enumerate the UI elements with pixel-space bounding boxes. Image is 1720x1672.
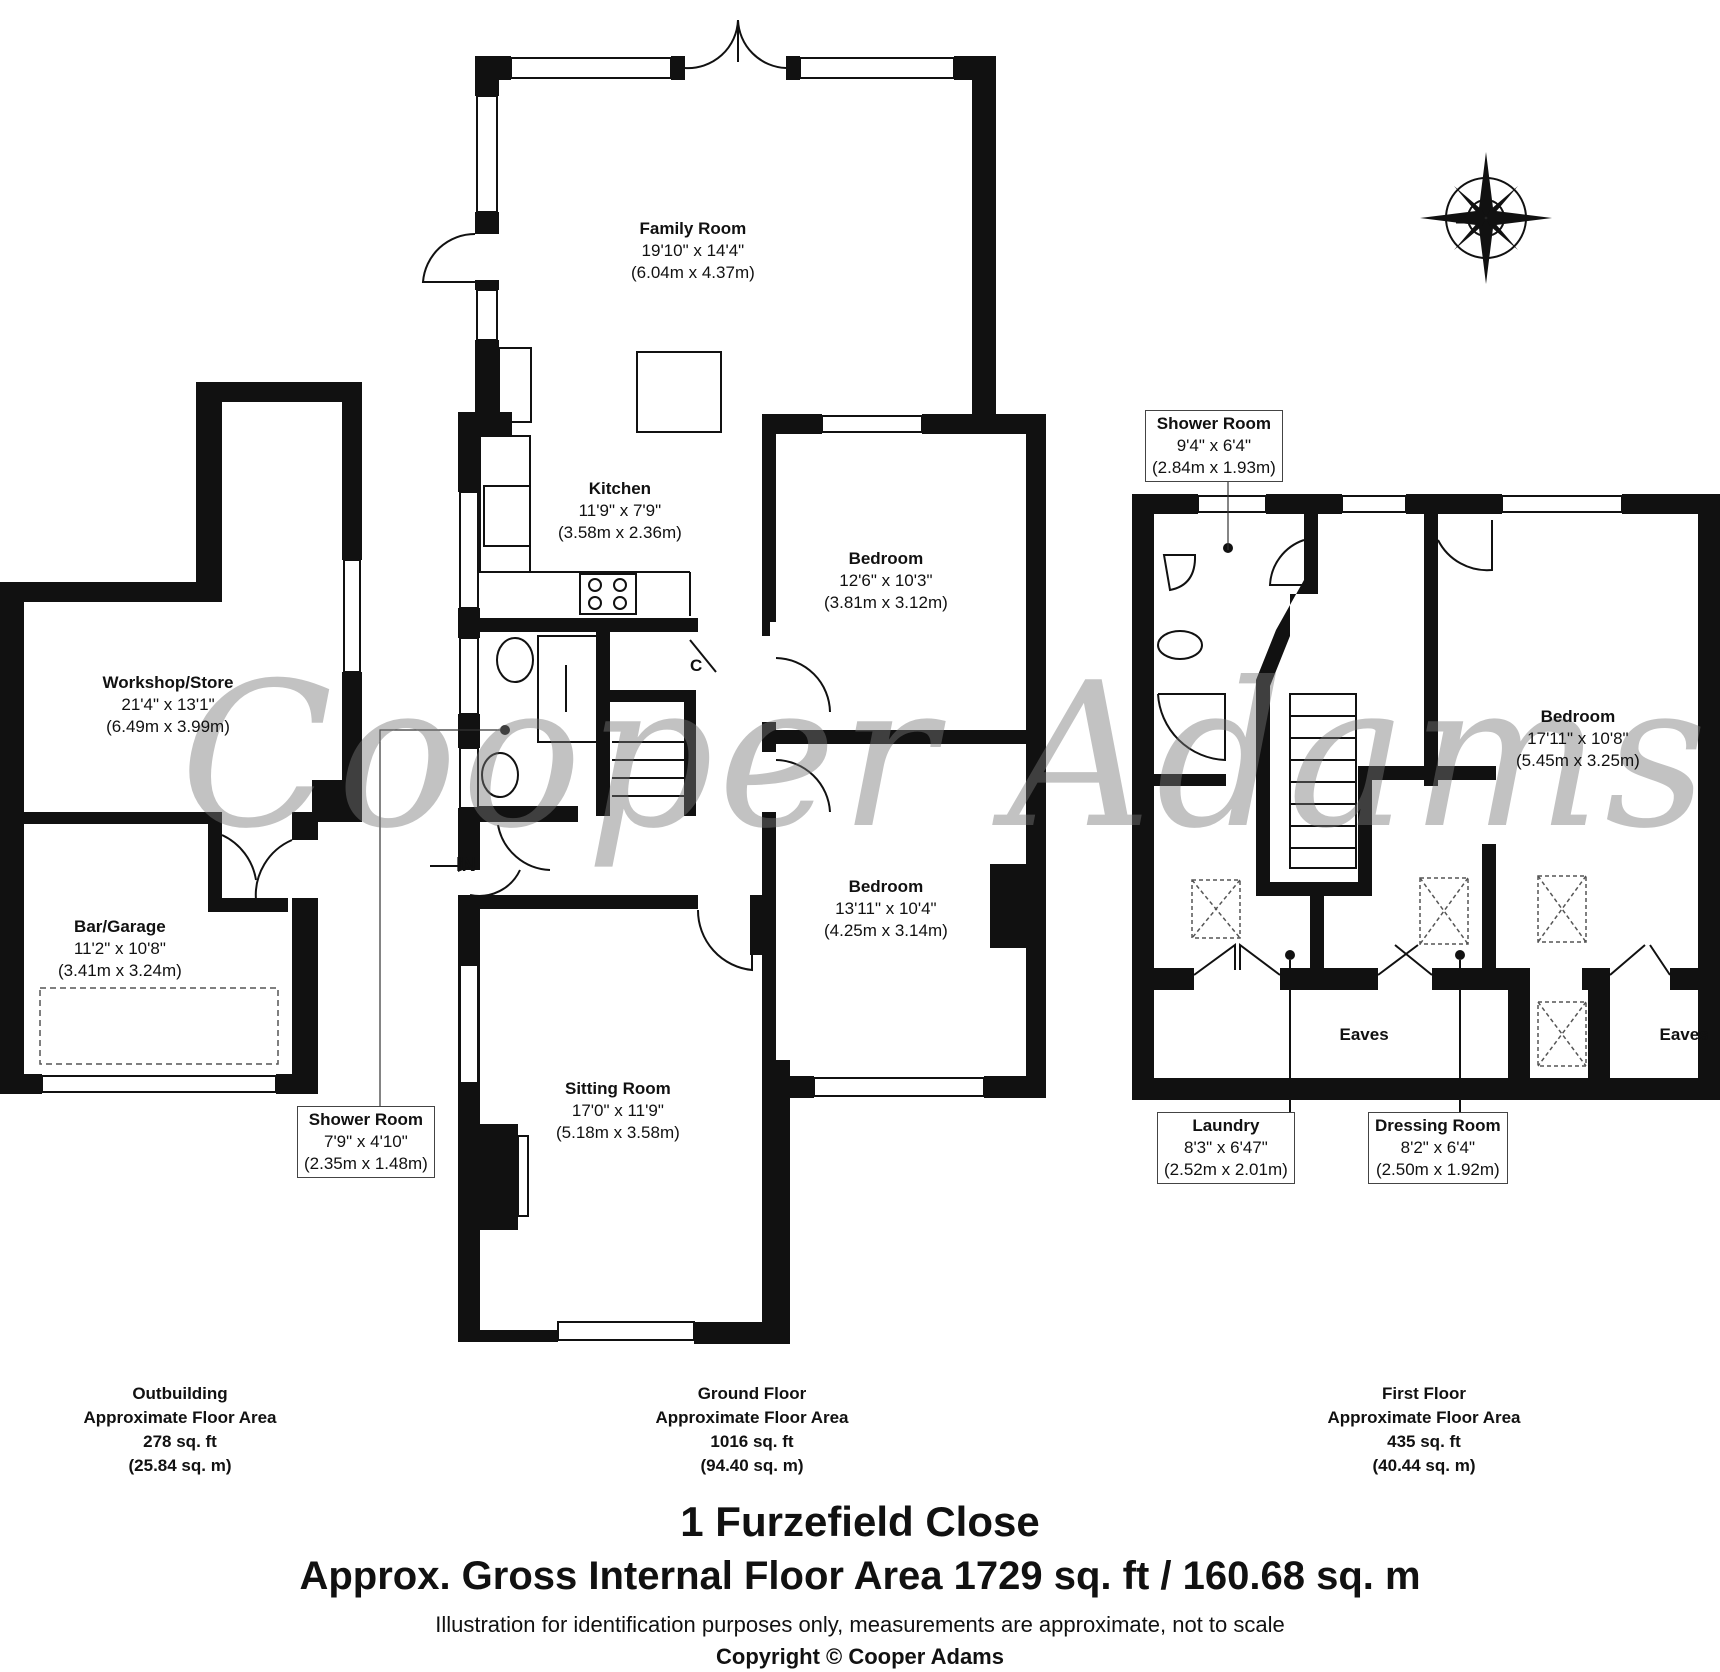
north-label: N xyxy=(1451,213,1469,225)
cupboard-label: C xyxy=(690,656,703,675)
room-imperial: 13'11" x 10'4" xyxy=(835,899,937,918)
room-imperial: 11'2" x 10'8" xyxy=(73,939,166,958)
room-imperial: 19'10" x 14'4" xyxy=(641,241,745,260)
outbuilding-walls xyxy=(0,382,362,1094)
gross-area-title: Approx. Gross Internal Floor Area 1729 s… xyxy=(299,1554,1421,1598)
shower-room-ground-label: Shower Room 7'9" x 4'10" (2.35m x 1.48m) xyxy=(297,1106,435,1178)
room-metric: (6.49m x 3.99m) xyxy=(106,717,230,736)
room-metric: (6.04m x 4.37m) xyxy=(631,263,755,282)
entrance-label: IN xyxy=(456,854,476,876)
first-floor-walls xyxy=(1132,494,1720,1112)
area-line: 1016 sq. ft xyxy=(710,1432,794,1451)
room-name: Sitting Room xyxy=(565,1079,671,1098)
room-name: Bedroom xyxy=(848,877,924,896)
disclaimer-text: Illustration for identification purposes… xyxy=(435,1612,1285,1637)
room-imperial: 17'11" x 10'8" xyxy=(1527,729,1629,748)
workshop-label: Workshop/Store 21'4" x 13'1" (6.49m x 3.… xyxy=(103,672,234,738)
bedroom-1-label: Bedroom 12'6" x 10'3" (3.81m x 3.12m) xyxy=(824,548,948,614)
outbuilding-area: Outbuilding Approximate Floor Area 278 s… xyxy=(60,1382,300,1478)
first-floor-area: First Floor Approximate Floor Area 435 s… xyxy=(1304,1382,1544,1478)
area-line: First Floor xyxy=(1381,1384,1467,1403)
area-line: (94.40 sq. m) xyxy=(700,1456,804,1475)
room-imperial: 8'2" x 6'4" xyxy=(1400,1138,1475,1157)
room-metric: (5.45m x 3.25m) xyxy=(1516,751,1640,770)
room-metric: (3.81m x 3.12m) xyxy=(824,593,948,612)
sitting-room-label: Sitting Room 17'0" x 11'9" (5.18m x 3.58… xyxy=(556,1078,680,1144)
room-metric: (2.35m x 1.48m) xyxy=(304,1154,428,1173)
room-name: Bar/Garage xyxy=(74,917,166,936)
room-name: Shower Room xyxy=(308,1110,424,1129)
area-line: 435 sq. ft xyxy=(1387,1432,1461,1451)
eaves-label: Eaves xyxy=(1339,1025,1389,1044)
room-imperial: 21'4" x 13'1" xyxy=(121,695,215,714)
area-line: Approximate Floor Area xyxy=(1327,1408,1521,1427)
room-imperial: 8'3" x 6'47" xyxy=(1183,1138,1268,1157)
shower-room-leader-line xyxy=(379,729,500,1108)
area-line: Outbuilding xyxy=(132,1384,228,1403)
room-metric: (2.50m x 1.92m) xyxy=(1375,1160,1500,1179)
compass-rose-icon xyxy=(1420,152,1552,284)
area-line: 278 sq. ft xyxy=(143,1432,217,1451)
address-title: 1 Furzefield Close xyxy=(680,1498,1040,1545)
room-metric: (3.58m x 2.36m) xyxy=(558,523,682,542)
laundry-label: Laundry 8'3" x 6'47" (2.52m x 2.01m) xyxy=(1157,1112,1295,1184)
area-line: (40.44 sq. m) xyxy=(1372,1456,1476,1475)
room-name: Bedroom xyxy=(1540,707,1616,726)
room-metric: (2.84m x 1.93m) xyxy=(1152,458,1276,477)
room-metric: (4.25m x 3.14m) xyxy=(824,921,948,940)
room-metric: (5.18m x 3.58m) xyxy=(556,1123,680,1142)
room-imperial: 11'9" x 7'9" xyxy=(578,501,662,520)
room-imperial: 17'0" x 11'9" xyxy=(571,1101,664,1120)
room-name: Laundry xyxy=(1192,1116,1260,1135)
shower-room-first-label: Shower Room 9'4" x 6'4" (2.84m x 1.93m) xyxy=(1145,410,1283,482)
dressing-room-label: Dressing Room 8'2" x 6'4" (2.50m x 1.92m… xyxy=(1368,1112,1508,1184)
room-metric: (2.52m x 2.01m) xyxy=(1164,1160,1288,1179)
room-name: Kitchen xyxy=(588,479,652,498)
bar-garage-label: Bar/Garage 11'2" x 10'8" (3.41m x 3.24m) xyxy=(58,916,182,982)
room-name: Family Room xyxy=(639,219,747,238)
area-line: Ground Floor xyxy=(697,1384,807,1403)
room-name: Workshop/Store xyxy=(102,673,234,692)
area-line: Approximate Floor Area xyxy=(655,1408,849,1427)
family-room-label: Family Room 19'10" x 14'4" (6.04m x 4.37… xyxy=(631,218,755,284)
bedroom-first-label: Bedroom 17'11" x 10'8" (5.45m x 3.25m) xyxy=(1516,706,1640,772)
bedroom-2-label: Bedroom 13'11" x 10'4" (4.25m x 3.14m) xyxy=(824,876,948,942)
area-line: (25.84 sq. m) xyxy=(128,1456,232,1475)
room-name: Shower Room xyxy=(1156,414,1272,433)
room-imperial: 7'9" x 4'10" xyxy=(323,1132,408,1151)
room-name: Bedroom xyxy=(848,549,924,568)
kitchen-label: Kitchen 11'9" x 7'9" (3.58m x 2.36m) xyxy=(558,478,682,544)
copyright-text: Copyright © Cooper Adams xyxy=(716,1644,1004,1669)
room-imperial: 12'6" x 10'3" xyxy=(839,571,933,590)
room-imperial: 9'4" x 6'4" xyxy=(1176,436,1252,455)
area-line: Approximate Floor Area xyxy=(83,1408,277,1427)
ground-floor-walls xyxy=(421,19,1046,1344)
room-metric: (3.41m x 3.24m) xyxy=(58,961,182,980)
entrance-arrow xyxy=(430,860,472,872)
eaves-label: Eaves xyxy=(1659,1025,1709,1044)
room-name: Dressing Room xyxy=(1375,1116,1501,1135)
ground-floor-area: Ground Floor Approximate Floor Area 1016… xyxy=(632,1382,872,1478)
